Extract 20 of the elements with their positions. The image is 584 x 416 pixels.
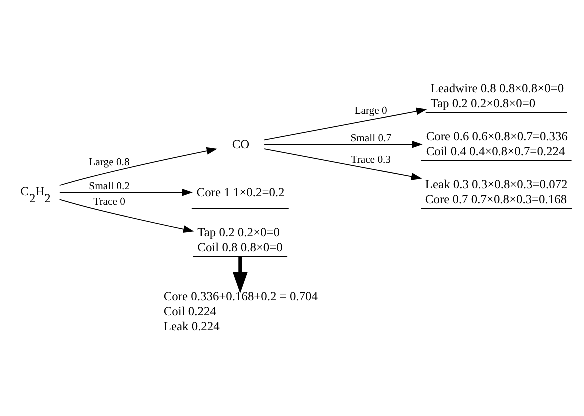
node-text: Core 1 1×0.2=0.2 <box>196 185 285 200</box>
arrow <box>60 188 193 196</box>
edge-label: Large 0 <box>354 105 388 118</box>
node-text: CO <box>232 137 250 152</box>
edge-label: Small 0.2 <box>89 180 130 193</box>
node-text: Tap 0.2 0.2×0=0 Coil 0.8 0.8×0=0 <box>198 225 283 255</box>
node-text: Leak 0.3 0.3×0.8×0.3=0.072 Core 0.7 0.7×0.8×0.3=0.168 <box>425 177 568 207</box>
arrow <box>59 199 194 234</box>
arrow <box>264 108 428 141</box>
node-text: Leadwire 0.8 0.8×0.8×0=0 Tap 0.2 0.2×0.8×0=0 <box>430 81 564 110</box>
arrow <box>264 140 423 148</box>
node-text: Core 0.6 0.6×0.8×0.7=0.336 Coil 0.4 0.4×0.8×0.7=0.224 <box>426 129 568 158</box>
node-text: Core 0.336+0.168+0.2 = 0.704 Coil 0.224 Leak 0.224 <box>164 289 318 334</box>
edge-label: Trace 0 <box>94 196 126 208</box>
edge-label: Large 0.8 <box>89 156 130 169</box>
arrow <box>59 147 218 186</box>
edge-label: Small 0.7 <box>350 132 392 145</box>
edge-label: Trace 0.3 <box>351 154 392 166</box>
arrow <box>232 257 248 294</box>
arrow <box>264 148 422 180</box>
